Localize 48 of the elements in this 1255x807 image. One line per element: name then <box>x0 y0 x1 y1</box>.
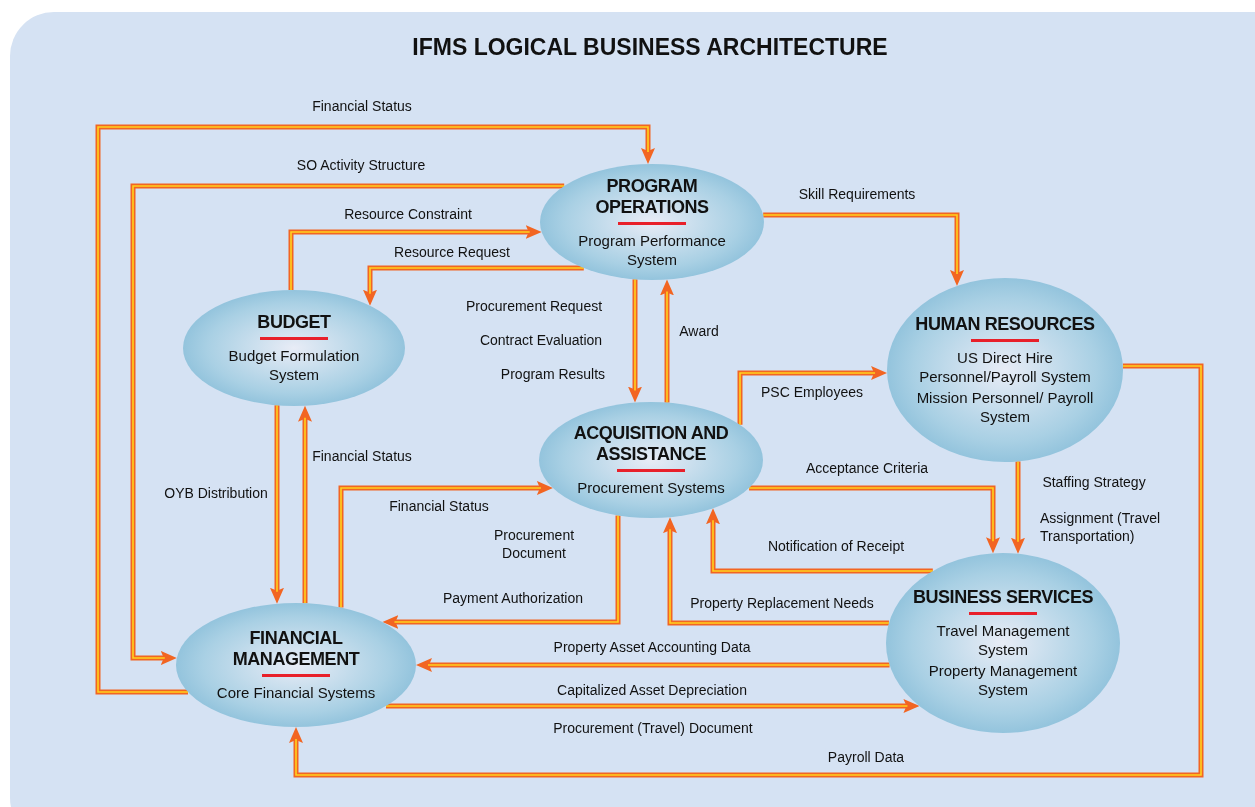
arrow <box>130 183 565 665</box>
flow-label: Procurement Document <box>492 526 576 562</box>
edge-label: Staffing Strategy <box>1040 473 1148 491</box>
diagram-title: IFMS LOGICAL BUSINESS ARCHITECTURE <box>412 32 888 62</box>
system-heading: FINANCIAL MANAGEMENT <box>231 628 361 670</box>
edge-label: Property Asset Accounting Data <box>551 638 753 656</box>
arrow <box>386 699 920 713</box>
arrow <box>663 517 889 626</box>
arrow <box>660 279 674 403</box>
arrow <box>382 515 621 629</box>
edge-label: PSC Employees <box>759 383 865 401</box>
system-name: Travel Management System <box>935 621 1071 659</box>
arrow <box>289 363 1204 778</box>
system-name: Mission Personnel/ Payroll System <box>915 388 1095 426</box>
system-name: US Direct Hire Personnel/Payroll System <box>918 348 1092 386</box>
system-heading: PROGRAM OPERATIONS <box>594 175 710 218</box>
system-name: Procurement Systems <box>577 478 725 497</box>
arrow <box>288 225 542 290</box>
arrow <box>363 265 584 306</box>
system-heading: ACQUISITION AND ASSISTANCE <box>572 423 730 465</box>
flow-label: Assignment (Travel Transportation) <box>1040 509 1162 545</box>
system-heading: BUSINESS SERVICES <box>912 587 1094 608</box>
flow-label: Contract Evaluation <box>479 331 603 349</box>
system-name: Core Financial Systems <box>216 683 376 702</box>
arrow <box>749 485 1000 554</box>
arrow <box>270 405 284 604</box>
flow-label: Program Results <box>500 365 606 383</box>
edge-label: Skill Requirements <box>796 185 918 203</box>
arrow <box>1011 461 1025 554</box>
arrow <box>416 658 890 672</box>
edge-label: Acceptance Criteria <box>803 459 931 477</box>
edge-label: Capitalized Asset Depreciation <box>555 681 749 699</box>
flow-label: Procurement (Travel) Document <box>553 719 753 737</box>
arrow <box>763 212 964 286</box>
arrow <box>737 366 888 425</box>
arrow <box>706 508 933 574</box>
system-name: Budget Formulation System <box>227 346 361 384</box>
system-name: Property Management System <box>927 661 1079 699</box>
edge-label: Property Replacement Needs <box>688 594 876 612</box>
arrow <box>298 405 312 604</box>
edge-label: Payroll Data <box>825 748 907 766</box>
arrow <box>95 124 655 695</box>
system-heading: BUDGET <box>257 312 331 333</box>
system-heading: HUMAN RESOURCES <box>915 314 1095 335</box>
edge-label: SO Activity Structure <box>294 156 428 174</box>
system-name: Program Performance System <box>577 230 727 269</box>
arrow <box>338 481 553 608</box>
arrow <box>628 279 642 403</box>
